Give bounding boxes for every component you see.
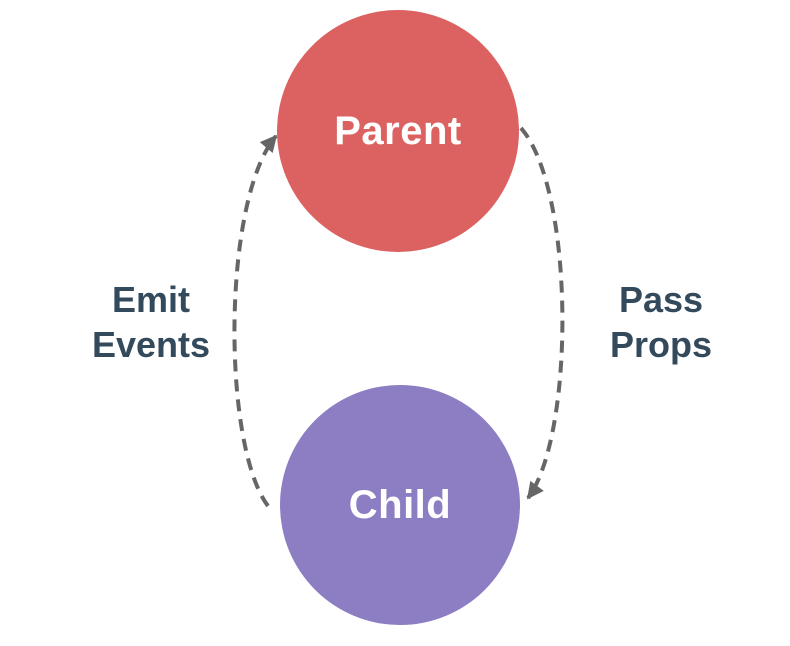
emit-events-label-line1: Emit — [111, 279, 190, 320]
pass-props-arrow — [519, 126, 565, 500]
pass-props-label: Pass Props — [610, 277, 712, 367]
child-node-label: Child — [348, 482, 452, 527]
emit-events-label-line2: Events — [91, 324, 211, 365]
emit-events-label: Emit Events — [92, 277, 210, 367]
child-node: Child — [280, 385, 520, 625]
parent-node-label: Parent — [334, 108, 462, 153]
pass-props-label-line2: Props — [609, 324, 713, 365]
pass-props-label-line1: Pass — [618, 279, 704, 320]
parent-node: Parent — [277, 10, 519, 252]
emit-events-arrow — [232, 134, 278, 508]
